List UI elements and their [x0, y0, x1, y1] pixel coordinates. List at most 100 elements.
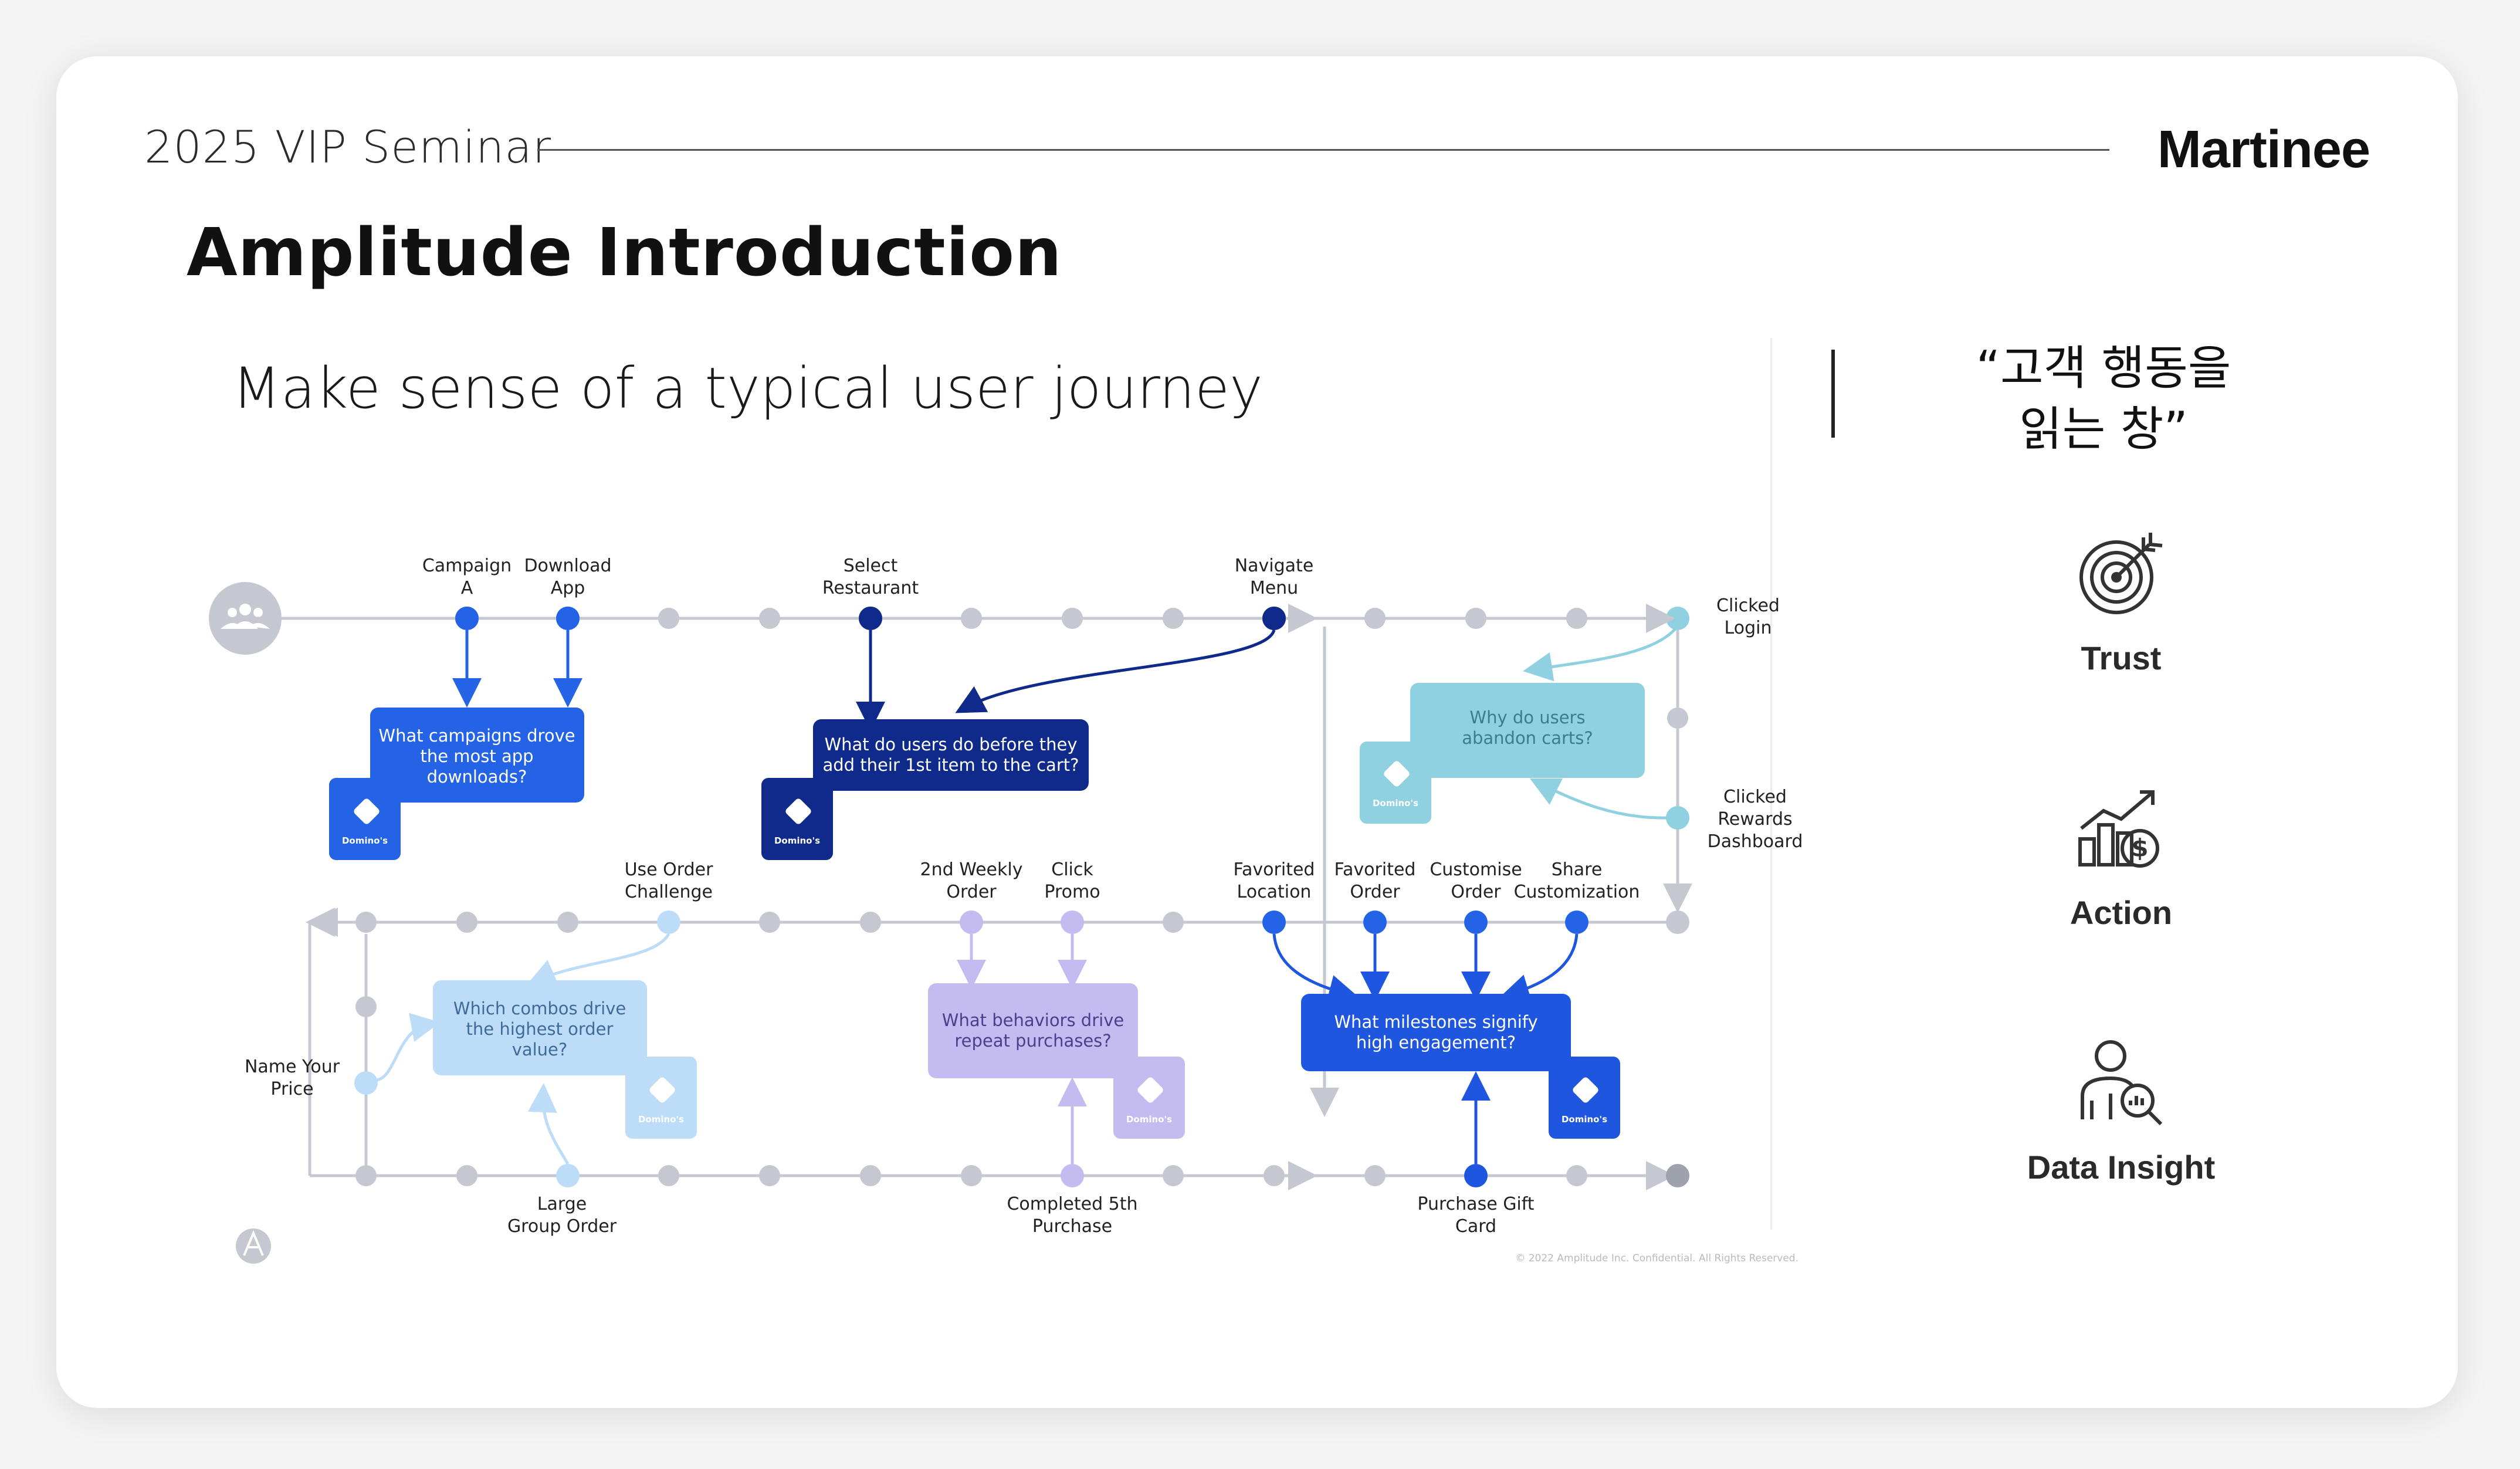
dominos-icon [1137, 1077, 1163, 1103]
step-labels: Campaign A Download App Select Restauran… [245, 556, 1803, 1237]
node-clicked-rewards [1666, 806, 1689, 830]
label-click-promo: Promo [1044, 882, 1100, 902]
connector [1523, 628, 1676, 682]
node-name-your-price [354, 1071, 378, 1095]
row-3-nodes [355, 1164, 1689, 1187]
node [860, 1165, 881, 1186]
quote-line-2: 읽는 창” [2019, 402, 2188, 456]
node [456, 912, 477, 933]
node [961, 1165, 982, 1186]
label-purchase-gift-card: Purchase Gift [1417, 1194, 1534, 1214]
section-divider [1770, 338, 1772, 1230]
dominos-icon [785, 798, 811, 824]
node [1566, 1165, 1587, 1186]
node [860, 912, 881, 933]
question-line: downloads? [427, 767, 527, 787]
connector [376, 1013, 441, 1082]
quote-line-1: “고객 행동을 [1976, 341, 2231, 395]
growth-chart-dollar-icon: $ [2078, 790, 2159, 868]
connector [526, 933, 670, 987]
node [759, 912, 780, 933]
node [355, 912, 377, 933]
amplitude-logo-icon [236, 1228, 271, 1264]
quote-bar [1831, 350, 1835, 438]
node-use-order-challenge [657, 910, 680, 934]
dominos-icon [649, 1077, 675, 1103]
node-click-promo [1061, 910, 1084, 934]
question-line: high engagement? [1356, 1033, 1516, 1052]
node-completed-5th [1061, 1164, 1084, 1187]
question-line: Which combos drive [453, 998, 626, 1018]
question-box [928, 983, 1138, 1078]
label-use-order-challenge: Use Order [625, 859, 714, 880]
node [455, 607, 479, 630]
page-title: Amplitude Introduction [187, 215, 1062, 291]
connector [1530, 778, 1668, 820]
question-box-combos: Which combos drive the highest order val… [433, 980, 697, 1139]
node-purchase-gift-card [1464, 1164, 1488, 1187]
benefit-data-insight: Data Insight [1974, 1035, 2268, 1186]
header-rule [537, 149, 2109, 151]
sidebar-quote: “고객 행동을 읽는 창” [1904, 338, 2303, 460]
label-name-your-price: Name Your [245, 1057, 340, 1077]
label-favorited-location: Favorited [1234, 859, 1315, 880]
node [961, 608, 982, 629]
dominos-icon [354, 798, 380, 824]
node [658, 608, 679, 629]
label-campaign-a: Campaign [422, 556, 512, 576]
slide-subtitle: Make sense of a typical user journey [232, 356, 1263, 421]
copyright-text: © 2022 Amplitude Inc. Confidential. All … [1515, 1253, 1798, 1264]
node [456, 1165, 477, 1186]
label-navigate-menu: Menu [1250, 578, 1298, 598]
node [658, 1165, 679, 1186]
label-select-restaurant: Restaurant [822, 578, 919, 598]
node [1163, 912, 1184, 933]
node [1364, 1165, 1386, 1186]
label-completed-5th: Completed 5th [1007, 1194, 1137, 1214]
label-use-order-challenge: Challenge [625, 882, 713, 902]
question-line: the most app [420, 746, 533, 766]
dominos-logo-text: Domino's [1373, 798, 1418, 808]
label-clicked-rewards: Rewards [1718, 809, 1792, 830]
node-second-weekly-order [960, 910, 983, 934]
question-line: the highest order [466, 1019, 614, 1039]
label-completed-5th: Purchase [1032, 1216, 1112, 1237]
node [1465, 608, 1486, 629]
dominos-logo-text: Domino's [638, 1114, 684, 1125]
question-box-before-cart: What do users do before they add their 1… [761, 719, 1089, 860]
node [1262, 607, 1286, 630]
question-box [1301, 994, 1571, 1071]
benefit-label: Trust [2081, 639, 2162, 676]
label-name-your-price: Price [270, 1079, 313, 1099]
label-campaign-a: A [461, 578, 473, 598]
question-box-behaviors: What behaviors drive repeat purchases? D… [928, 983, 1185, 1139]
connector [1499, 933, 1579, 1003]
label-customise-order: Order [1451, 882, 1501, 902]
node [859, 607, 882, 630]
users-magnifier-icon [2081, 1040, 2163, 1126]
dominos-logo-text: Domino's [774, 835, 820, 846]
label-favorited-order: Order [1350, 882, 1400, 902]
label-navigate-menu: Navigate [1235, 556, 1314, 576]
question-box [813, 719, 1089, 791]
brand-logo: Martinee [2157, 120, 2370, 179]
question-line: repeat purchases? [954, 1031, 1111, 1051]
svg-text:$: $ [2131, 834, 2148, 862]
seminar-title: 2025 VIP Seminar [144, 121, 552, 173]
node-clicked-login [1666, 607, 1689, 630]
label-favorited-order: Favorited [1334, 859, 1416, 880]
benefit-action: $ Action [1974, 780, 2268, 932]
label-click-promo: Click [1051, 859, 1093, 880]
question-box-campaigns: What campaigns drove the most app downlo… [329, 708, 584, 860]
node-end [1666, 1164, 1689, 1187]
node-large-group-order [556, 1164, 580, 1187]
question-line: What do users do before they [824, 734, 1077, 754]
question-box-milestones: What milestones signify high engagement?… [1301, 994, 1620, 1139]
question-line: What behaviors drive [942, 1010, 1124, 1030]
users-group-icon [221, 604, 270, 629]
label-share-customization: Customization [1514, 882, 1640, 902]
node [759, 608, 780, 629]
label-clicked-login: Login [1725, 618, 1772, 638]
node-customise-order [1464, 910, 1488, 934]
question-box [370, 708, 584, 803]
